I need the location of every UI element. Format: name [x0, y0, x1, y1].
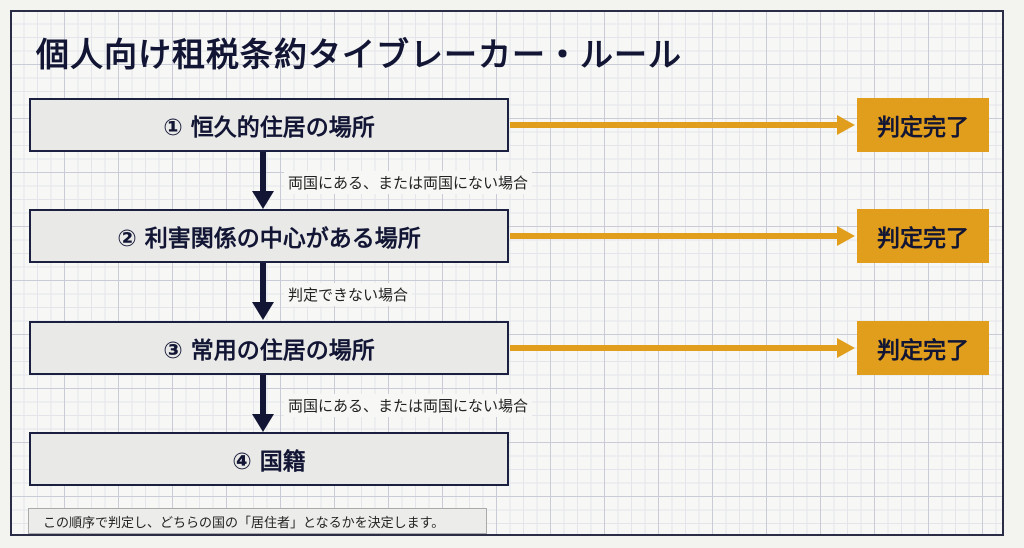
- step-2-box: ② 利害関係の中心がある場所: [29, 209, 509, 263]
- result-3-box: 判定完了: [857, 321, 989, 375]
- arrow-right-3: [510, 338, 855, 358]
- result-1-box: 判定完了: [857, 98, 989, 152]
- step-1-box: ① 恒久的住居の場所: [29, 98, 509, 152]
- condition-1: 両国にある、または両国にない場合: [284, 171, 533, 194]
- arrow-down-3: [252, 375, 274, 432]
- footer-note: この順序で判定し、どちらの国の「居住者」となるかを決定します。: [28, 508, 487, 534]
- step-3-box: ③ 常用の住居の場所: [29, 321, 509, 375]
- condition-3: 両国にある、または両国にない場合: [284, 394, 533, 417]
- result-2-box: 判定完了: [857, 209, 989, 263]
- page-title: 個人向け租税条約タイブレーカー・ルール: [36, 35, 682, 74]
- condition-2: 判定できない場合: [284, 283, 413, 306]
- arrow-right-1: [510, 115, 855, 135]
- arrow-right-2: [510, 226, 855, 246]
- step-4-box: ④ 国籍: [29, 432, 509, 486]
- arrow-down-1: [252, 152, 274, 209]
- arrow-down-2: [252, 263, 274, 320]
